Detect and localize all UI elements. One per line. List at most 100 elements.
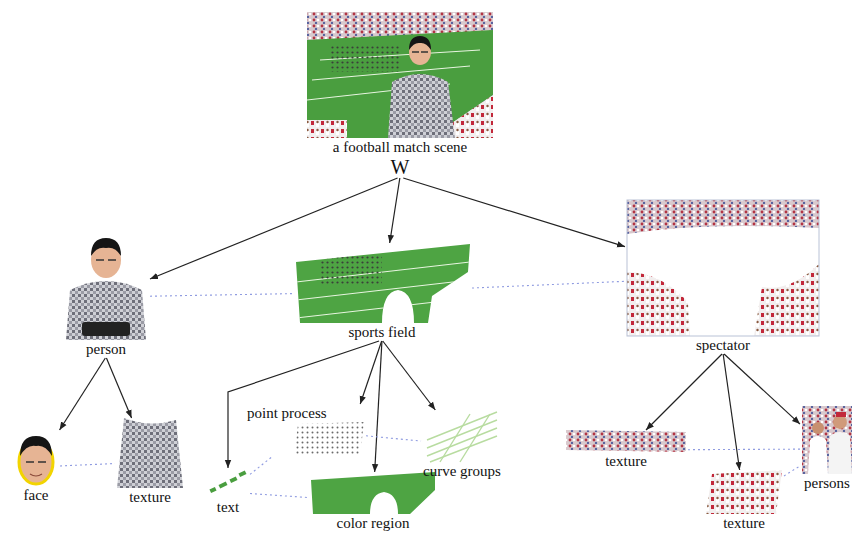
image-node: curve groups	[421, 410, 503, 480]
glyph-mark	[229, 476, 237, 483]
camera	[82, 322, 130, 336]
scene-photo	[307, 12, 493, 138]
node-caption: color region	[337, 514, 410, 532]
image-node: persons	[800, 406, 854, 492]
mouth	[30, 474, 42, 476]
head	[833, 415, 847, 429]
relation-link	[472, 281, 625, 288]
image-node: texture	[704, 470, 784, 532]
crowd	[627, 200, 819, 336]
curves	[440, 414, 490, 462]
image-area	[311, 472, 435, 514]
node-caption: texture	[129, 488, 171, 506]
decomposition-arrow	[390, 178, 400, 243]
glasses	[96, 259, 116, 261]
node-caption: text	[217, 498, 240, 516]
image-node: a football match sceneW	[305, 12, 495, 178]
decomposition-arrow	[383, 341, 436, 410]
glyph-mark	[238, 470, 246, 477]
spectator-image	[627, 200, 819, 336]
image-node: face	[12, 430, 60, 504]
marching-band	[320, 254, 382, 284]
node-caption: sports field	[348, 323, 415, 341]
image-node: texture	[564, 430, 688, 470]
point-process-image	[294, 422, 364, 456]
glasses	[26, 461, 46, 463]
hair	[91, 238, 121, 256]
curves	[427, 412, 497, 462]
image-node: spectator	[625, 200, 821, 354]
image-node: point process	[245, 404, 366, 456]
texture-image	[706, 470, 782, 514]
node-caption: spectator	[696, 336, 750, 354]
image-area	[64, 236, 148, 340]
relation-link	[60, 464, 115, 466]
curve-groups-image	[427, 412, 497, 462]
frame	[627, 200, 819, 336]
image-area	[14, 430, 58, 486]
sports-field-image	[294, 243, 470, 323]
node-caption: texture	[605, 452, 647, 470]
image-area	[627, 200, 819, 336]
crowd	[307, 120, 347, 138]
node-caption: person	[86, 340, 126, 358]
shirt	[828, 432, 852, 474]
image-area	[706, 470, 782, 514]
image-area	[294, 243, 470, 323]
hair	[20, 436, 52, 456]
node-caption: curve groups	[423, 462, 501, 480]
image-area	[294, 422, 364, 456]
relation-link	[784, 466, 800, 476]
texture-image	[117, 418, 183, 488]
cut-out	[627, 226, 819, 336]
shirt	[808, 436, 828, 474]
decomposition-arrow	[60, 358, 106, 430]
relation-link	[250, 456, 273, 474]
image-area	[566, 430, 686, 452]
text-image	[209, 470, 246, 493]
image-area	[425, 410, 499, 462]
image-node: texture	[115, 418, 185, 506]
decomposition-arrow	[646, 354, 722, 430]
relation-link	[366, 436, 421, 441]
relation-link	[688, 449, 800, 451]
node-caption: persons	[804, 474, 850, 492]
image-node: color region	[309, 472, 437, 532]
decomposition-arrow	[403, 178, 625, 247]
image-area	[307, 12, 493, 138]
decomposition-arrow	[228, 341, 379, 468]
marching-band	[330, 44, 400, 72]
glyph-mark	[219, 481, 228, 488]
field	[307, 30, 493, 138]
node-caption: a football match scene	[333, 138, 468, 156]
image-area	[208, 468, 248, 498]
persons-image	[802, 406, 852, 474]
image-node: sports field	[292, 243, 472, 341]
shirt	[66, 281, 146, 340]
person-photo	[66, 238, 146, 340]
image-area	[802, 406, 852, 474]
color-region-image	[311, 472, 435, 514]
glasses	[412, 51, 428, 53]
face-image	[19, 436, 53, 484]
decomposition-arrow	[375, 341, 382, 472]
decomposition-arrow	[106, 358, 131, 418]
crowd	[802, 406, 852, 474]
image-node: person	[62, 236, 150, 358]
hair	[409, 36, 431, 50]
node-caption: face	[24, 486, 49, 504]
head	[812, 422, 824, 434]
texture-image	[566, 430, 686, 452]
node-caption: point process	[247, 404, 327, 422]
decomposition-arrow	[723, 354, 739, 470]
decomposition-arrow	[724, 354, 800, 424]
shirt	[388, 74, 455, 138]
node-caption: texture	[723, 514, 765, 532]
relation-link	[250, 494, 309, 498]
stands	[307, 12, 493, 138]
glyph-mark	[209, 487, 216, 493]
image-node: text	[206, 468, 250, 516]
